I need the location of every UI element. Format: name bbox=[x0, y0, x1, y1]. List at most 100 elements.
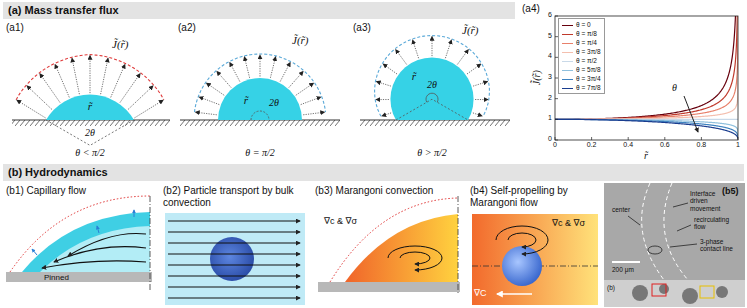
flux-arrow bbox=[128, 86, 153, 110]
panel-b1 bbox=[22, 212, 150, 272]
legend-sample bbox=[562, 88, 573, 89]
tick-mark bbox=[701, 137, 702, 140]
section-band: (a) Mass transfer flux bbox=[3, 2, 515, 19]
panel-b5-photo bbox=[677, 225, 691, 231]
legend-row: θ = 0 bbox=[562, 20, 601, 29]
axis-title: r̃ bbox=[644, 150, 648, 162]
legend-sample bbox=[562, 79, 573, 80]
flux-envelope bbox=[195, 54, 326, 112]
panel-a3 bbox=[390, 58, 473, 120]
flux-chart bbox=[684, 96, 698, 132]
panel-a2 bbox=[218, 78, 302, 120]
flux-arrow bbox=[280, 63, 290, 82]
panel-b4 bbox=[508, 233, 536, 247]
radius-label: r̃ bbox=[88, 100, 92, 113]
legend-row: θ = 7π/8 bbox=[562, 83, 601, 92]
panel-b5-photo bbox=[673, 203, 688, 207]
panel-a1 bbox=[46, 95, 134, 120]
flux-arrow bbox=[432, 37, 433, 57]
flux-arrow bbox=[382, 113, 391, 116]
axis-tick: 1 bbox=[736, 141, 740, 149]
axis-tick: 0.8 bbox=[697, 141, 707, 149]
panel-a1 bbox=[12, 120, 170, 126]
panel-b3 bbox=[318, 282, 460, 292]
flux-envelope bbox=[375, 36, 490, 117]
flux-arrow bbox=[301, 97, 321, 105]
panel-b1 bbox=[6, 196, 152, 292]
axis-tick: 0 bbox=[553, 141, 557, 149]
legend-sample bbox=[562, 25, 573, 26]
panel-label: (a1) bbox=[6, 22, 24, 34]
angle-label: 2θ bbox=[269, 97, 279, 109]
inset-label: (b) bbox=[607, 284, 615, 291]
panel-label: (a3) bbox=[353, 22, 371, 34]
panel-b5-photo bbox=[628, 216, 640, 225]
flux-label: J̃(r̃) bbox=[112, 38, 129, 51]
flux-curve bbox=[555, 16, 738, 119]
panel-b2 bbox=[168, 243, 300, 244]
axis-tick: 6 bbox=[548, 11, 552, 19]
axis-tick: 0.2 bbox=[587, 141, 597, 149]
flux-arrow bbox=[17, 100, 46, 118]
section-title: (b) Hydrodynamics bbox=[8, 164, 108, 181]
legend-box: θ = 0θ = π/8θ = π/4θ = 3π/8θ = π/2θ = 5π… bbox=[558, 18, 605, 94]
flux-label: J̃(r̃) bbox=[292, 34, 309, 47]
panel-a2 bbox=[251, 111, 269, 120]
panel-b2 bbox=[168, 254, 300, 255]
panel-b5-photo bbox=[632, 285, 648, 301]
panel-b2 bbox=[210, 237, 254, 281]
panel-b1 bbox=[32, 249, 37, 255]
panel-b3 bbox=[458, 196, 459, 294]
flux-arrow bbox=[396, 50, 407, 65]
panel-title: (b2) Particle transport by bulk convecti… bbox=[163, 185, 303, 208]
flux-arrow bbox=[473, 113, 482, 116]
panel-a1 bbox=[46, 120, 134, 145]
flux-arrows bbox=[195, 54, 326, 115]
panel-b5-photo bbox=[642, 183, 664, 280]
legend-row: θ = π/2 bbox=[562, 56, 601, 65]
legend-text: θ = π/2 bbox=[576, 57, 597, 64]
axis-tick: 0.6 bbox=[660, 141, 670, 149]
photo-annotation: 3-phase contact line bbox=[700, 238, 742, 253]
legend-row: θ = 3π/8 bbox=[562, 47, 601, 56]
flux-arrow bbox=[473, 82, 487, 87]
legend-text: θ = 3π/8 bbox=[576, 48, 601, 55]
flux-arrow bbox=[377, 82, 391, 87]
flux-arrow bbox=[90, 56, 91, 94]
legend-sample bbox=[562, 52, 573, 53]
panel-b1 bbox=[134, 210, 135, 217]
tick-mark bbox=[555, 119, 558, 120]
axis-title: J̃(r̃) bbox=[530, 71, 542, 86]
panel-b1 bbox=[40, 226, 150, 272]
panel-b4 bbox=[472, 214, 598, 305]
annotation: Pinned bbox=[44, 273, 69, 282]
flux-arrow bbox=[230, 63, 240, 82]
flux-label: J̃(r̃) bbox=[462, 24, 479, 37]
panel-b2 bbox=[168, 298, 300, 299]
flux-arrow bbox=[296, 83, 314, 95]
panel-title: (b4) Self-propelling by Marangoni flow bbox=[470, 185, 598, 208]
panel-b1 bbox=[68, 233, 146, 256]
contact-angle-label: θ = π/2 bbox=[245, 147, 274, 159]
panel-b3 bbox=[318, 196, 460, 294]
panel-b1 bbox=[54, 247, 146, 262]
panel-b1 bbox=[150, 196, 151, 292]
legend-text: θ = 5π/8 bbox=[576, 66, 601, 73]
panel-b5-photo bbox=[700, 286, 714, 298]
radius-label: r̃ bbox=[412, 70, 416, 83]
panel-a3 bbox=[396, 99, 468, 120]
flux-arrow bbox=[244, 57, 249, 78]
flux-arrow bbox=[383, 64, 397, 74]
flux-arrow bbox=[55, 64, 69, 97]
panel-b3 bbox=[345, 214, 458, 282]
flux-arrow bbox=[217, 71, 231, 87]
panel-b5-photo bbox=[604, 183, 745, 307]
axis-tick: 0.4 bbox=[623, 141, 633, 149]
angle-label: 2θ bbox=[85, 127, 95, 139]
legend-text: θ = 3π/4 bbox=[576, 75, 601, 82]
flux-arrows bbox=[375, 36, 490, 117]
panel-b5-photo bbox=[648, 246, 662, 254]
legend-text: θ = 7π/8 bbox=[576, 84, 601, 91]
contact-angle-label: θ < π/2 bbox=[75, 147, 104, 159]
